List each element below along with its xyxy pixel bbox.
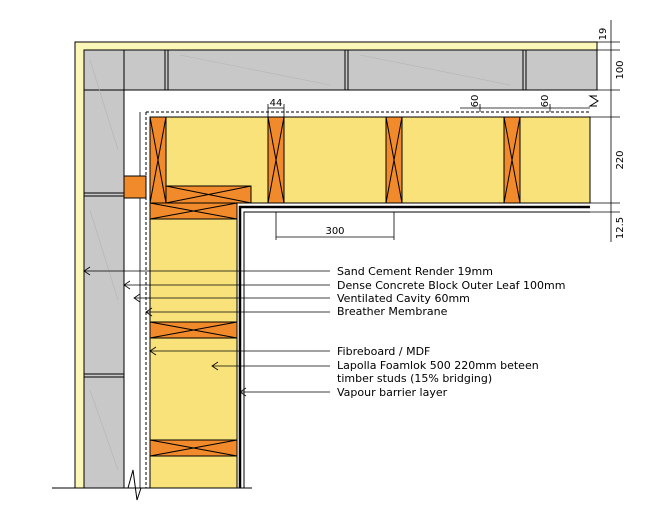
studs-left bbox=[149, 202, 238, 457]
dim-board: 12.5 bbox=[615, 217, 626, 239]
block-joints bbox=[84, 50, 527, 378]
callout-vapour: Vapour barrier layer bbox=[337, 386, 448, 399]
dim-stud-width: 44 bbox=[270, 98, 283, 109]
callout-insulation-1: Lapolla Foamlok 500 220mm beteen bbox=[337, 359, 539, 372]
block-hatch bbox=[89, 54, 511, 471]
cavity-batten bbox=[123, 175, 147, 199]
dimension-stud-spacing bbox=[275, 212, 395, 240]
dim-spacing: 300 bbox=[325, 226, 344, 237]
dimension-lines-right bbox=[590, 20, 620, 242]
callout-insulation-2: timber studs (15% bridging) bbox=[337, 372, 492, 385]
break-line-top bbox=[588, 95, 599, 107]
callout-render: Sand Cement Render 19mm bbox=[337, 265, 493, 278]
callout-breather: Breather Membrane bbox=[337, 305, 448, 318]
vapour-barrier bbox=[238, 205, 590, 488]
callout-block: Dense Concrete Block Outer Leaf 100mm bbox=[337, 279, 565, 292]
corner-stud-x2 bbox=[165, 185, 252, 204]
dim-gap-a: 60 bbox=[470, 95, 481, 108]
studs-top bbox=[149, 116, 521, 204]
dim-render: 19 bbox=[598, 28, 609, 41]
dim-block: 100 bbox=[615, 60, 626, 79]
callout-fibreboard: Fibreboard / MDF bbox=[337, 345, 430, 358]
dim-gap-b: 60 bbox=[540, 95, 551, 108]
leader-lines bbox=[83, 266, 330, 397]
dim-insulation: 220 bbox=[615, 150, 626, 169]
plasterboard-line bbox=[243, 211, 590, 488]
dimension-lines-top bbox=[267, 104, 590, 117]
callout-cavity: Ventilated Cavity 60mm bbox=[337, 292, 470, 305]
block-leaf-top bbox=[83, 49, 598, 91]
break-line-bottom bbox=[127, 469, 142, 501]
